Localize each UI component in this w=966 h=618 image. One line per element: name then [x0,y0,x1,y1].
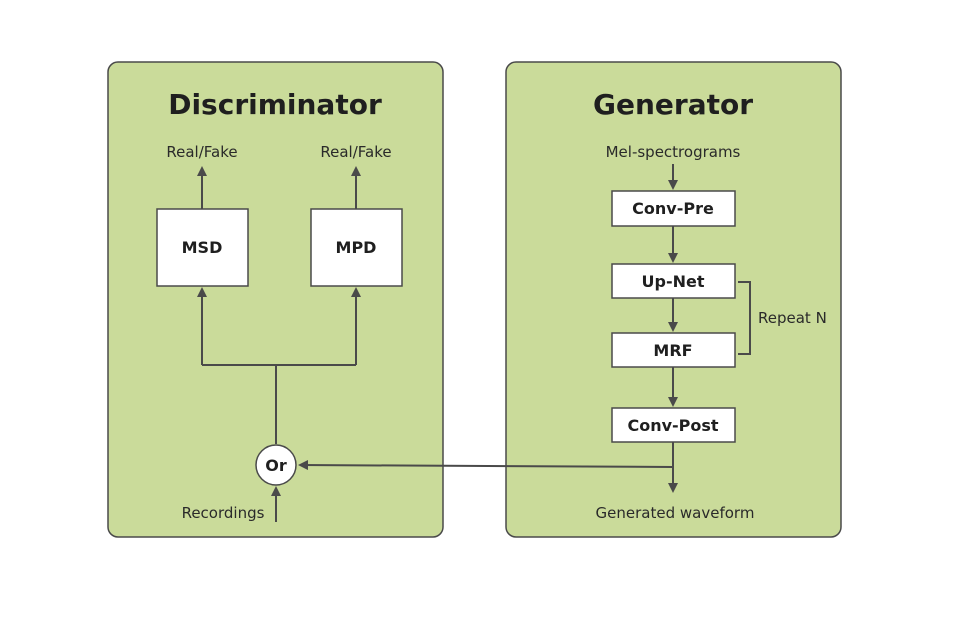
generator-to-or-arrow [298,460,674,471]
msd-box [156,208,249,287]
recordings-label: Recordings [182,504,265,522]
repeat-bracket [738,281,751,355]
generated-waveform-label: Generated waveform [596,504,755,522]
up-net-label: Up-Net [642,272,705,291]
mrf-box [611,332,736,368]
discriminator-panel [107,61,444,538]
mrf-label: MRF [653,341,692,360]
mpd-output-label: Real/Fake [320,143,391,161]
repeat-label: Repeat N [758,309,827,327]
msd-output-label: Real/Fake [166,143,237,161]
mpd-box [310,208,403,287]
up-net-box [611,263,736,299]
discriminator-title: Discriminator [168,88,382,121]
msd-label: MSD [182,238,223,257]
mpd-label: MPD [336,238,377,257]
or-label: Or [265,456,287,475]
conv-post-label: Conv-Post [627,416,718,435]
conv-pre-label: Conv-Pre [632,199,714,218]
conv-pre-box [611,190,736,227]
mel-input-label: Mel-spectrograms [606,143,741,161]
or-node [255,444,297,486]
generator-title: Generator [593,88,753,121]
